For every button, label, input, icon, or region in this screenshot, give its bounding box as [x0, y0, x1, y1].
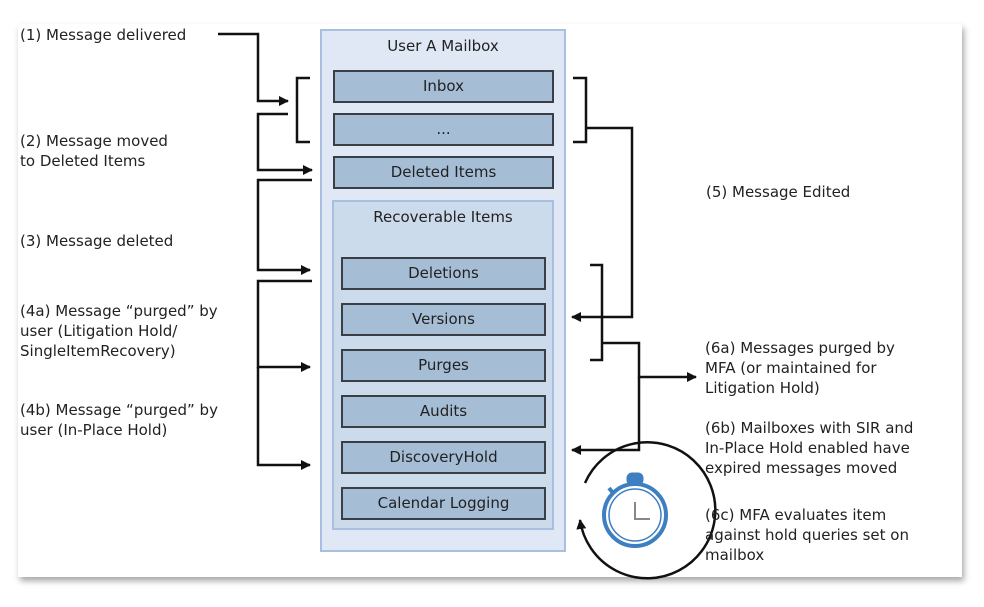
folder-deleted-items[interactable]: Deleted Items [333, 156, 554, 189]
step-4b-label-line1: (4b) Message “purged” by [20, 401, 218, 419]
arrow-delivered [218, 32, 289, 106]
folder-purges[interactable]: Purges [341, 349, 546, 382]
arrow-purged-b [256, 367, 311, 470]
step-3-label: (3) Message deleted [20, 232, 174, 250]
step-5-label: (5) Message Edited [706, 183, 851, 201]
bracket-inbox-right [573, 76, 588, 144]
arrow-moved [256, 112, 313, 175]
recoverable-title: Recoverable Items [373, 208, 513, 226]
folder-other[interactable]: ... [333, 113, 554, 146]
arrow-deleted [256, 178, 312, 275]
stopwatch-icon [602, 472, 668, 548]
folder-calendar-logging[interactable]: Calendar Logging [341, 487, 546, 520]
step-6c-label-line1: (6c) MFA evaluates item [705, 506, 887, 524]
bracket-deletions-purges [590, 263, 604, 362]
folder-audits[interactable]: Audits [341, 395, 546, 428]
bracket-inbox-left [295, 76, 310, 144]
step-6a-label-line1: (6a) Messages purged by [705, 339, 895, 357]
step-6b-label-line3: expired messages moved [705, 459, 898, 477]
step-6a-label-line2: MFA (or maintained for [705, 359, 877, 377]
arrow-mfa-purged [602, 341, 697, 382]
mailbox-title: User A Mailbox [387, 37, 499, 55]
step-4a-label-line1: (4a) Message “purged” by [20, 302, 218, 320]
circular-arrow-icon [576, 441, 717, 580]
step-4a-label-line3: SingleItemRecovery) [20, 342, 176, 360]
folder-deletions[interactable]: Deletions [341, 257, 546, 290]
step-1-label: (1) Message delivered [20, 26, 187, 44]
step-2-label-line2: to Deleted Items [20, 152, 146, 170]
arrow-mfa-discovery [571, 377, 641, 455]
step-6b-label-line2: In-Place Hold enabled have [705, 439, 910, 457]
step-6b-label-line1: (6b) Mailboxes with SIR and [705, 419, 914, 437]
step-6c-label-line3: mailbox [705, 546, 765, 564]
step-4b-label-line2: user (In-Place Hold) [20, 421, 168, 439]
step-6c-label-line2: against hold queries set on [705, 526, 909, 544]
folder-inbox[interactable]: Inbox [333, 70, 554, 103]
step-2-label-line1: (2) Message moved [20, 132, 168, 150]
step-6a-label-line3: Litigation Hold) [705, 379, 820, 397]
folder-versions[interactable]: Versions [341, 303, 546, 336]
step-4a-label-line2: user (Litigation Hold/ [20, 322, 178, 340]
folder-discoveryhold[interactable]: DiscoveryHold [341, 441, 546, 474]
arrow-purged-a [256, 279, 312, 372]
